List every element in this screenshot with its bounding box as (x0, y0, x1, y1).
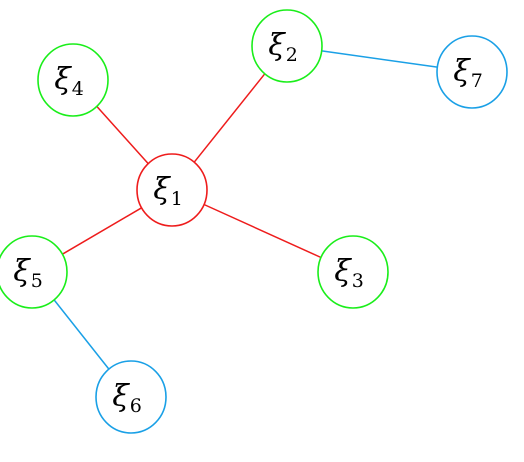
node-circle (436, 35, 508, 109)
node-subscript: 5 (31, 270, 43, 292)
node-subscript: 4 (72, 78, 84, 100)
node-subscript: 1 (171, 188, 183, 210)
node-symbol: ξ (13, 254, 31, 289)
node-symbol: ξ (54, 62, 72, 97)
node-label: ξ7 (453, 54, 483, 92)
node-symbol: ξ (268, 28, 286, 63)
node-circle (0, 235, 68, 309)
node-subscript: 2 (286, 44, 298, 66)
node-label: ξ3 (334, 254, 364, 292)
node-label: ξ1 (153, 172, 183, 210)
node-circle (136, 153, 208, 227)
edge-n1-n2 (193, 73, 266, 163)
node-symbol: ξ (112, 379, 130, 414)
edge-n1-n4 (96, 105, 149, 165)
node-label: ξ4 (54, 62, 84, 100)
node-symbol: ξ (153, 172, 171, 207)
node-xi-2: ξ2 (251, 9, 323, 83)
edge-n1-n3 (203, 203, 322, 259)
node-circle (95, 360, 167, 434)
node-circle (317, 235, 389, 309)
node-label: ξ6 (112, 379, 142, 417)
node-circle (37, 43, 109, 117)
node-subscript: 7 (471, 70, 483, 92)
edge-n5-n6 (53, 299, 110, 370)
node-xi-3: ξ3 (317, 235, 389, 309)
node-subscript: 6 (130, 395, 142, 417)
node-label: ξ5 (13, 254, 43, 292)
node-circle (251, 9, 323, 83)
edge-n1-n5 (62, 207, 142, 255)
edge-n2-n7 (321, 50, 438, 68)
node-label: ξ2 (268, 28, 298, 66)
edges-layer (53, 50, 438, 370)
node-xi-6: ξ6 (95, 360, 167, 434)
node-xi-1: ξ1 (136, 153, 208, 227)
node-xi-5: ξ5 (0, 235, 68, 309)
node-xi-7: ξ7 (436, 35, 508, 109)
node-symbol: ξ (334, 254, 352, 289)
node-subscript: 3 (352, 270, 364, 292)
node-symbol: ξ (453, 54, 471, 89)
node-xi-4: ξ4 (37, 43, 109, 117)
